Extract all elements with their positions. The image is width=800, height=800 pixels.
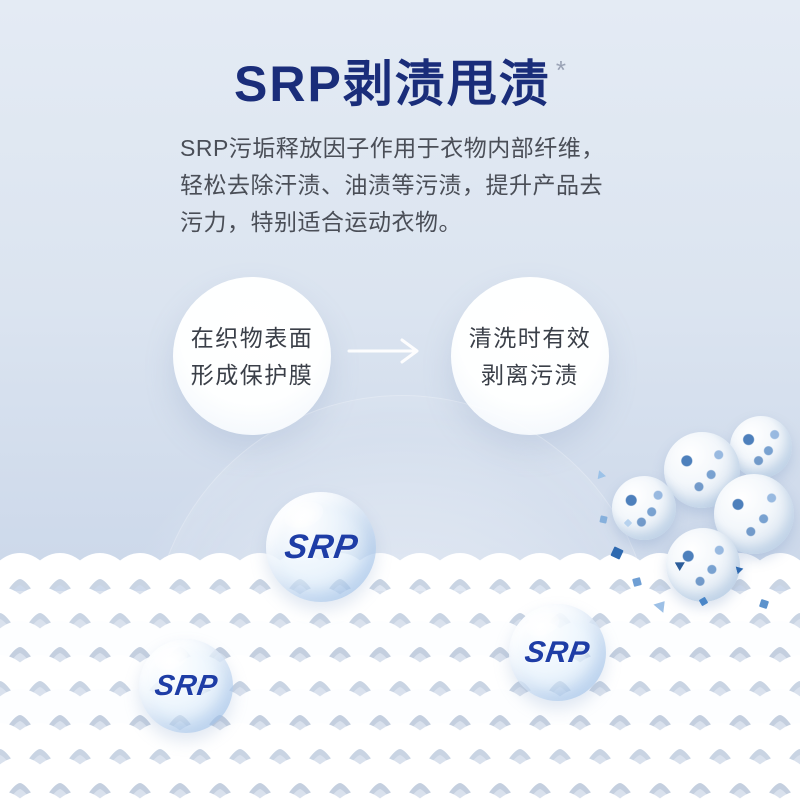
cell-cluster	[602, 416, 800, 626]
process-step-circle-1: 在织物表面 形成保护膜	[173, 277, 331, 435]
particle	[599, 515, 608, 524]
step2-line: 清洗时有效	[468, 324, 592, 351]
srp-logo-text: SRP	[281, 527, 361, 566]
srp-logo-text: SRP	[152, 669, 220, 702]
right-arrow-icon	[347, 338, 419, 364]
srp-bubble: SRP	[509, 604, 606, 701]
step2-line: 剥离污渍	[481, 361, 579, 388]
description-line: SRP污垢释放因子作用于衣物内部纤维，	[180, 135, 605, 161]
description-line: 轻松去除汗渍、油渍等污渍，提升产品去	[180, 172, 603, 198]
cell	[730, 416, 792, 478]
step1-line: 在织物表面	[190, 324, 314, 351]
title-text: SRP剥渍甩渍	[234, 56, 551, 112]
feature-description: SRP污垢释放因子作用于衣物内部纤维， 轻松去除汗渍、油渍等污渍，提升产品去 污…	[180, 130, 650, 241]
description-line: 污力，特别适合运动衣物。	[180, 209, 462, 235]
srp-bubble: SRP	[139, 639, 233, 733]
footnote-marker: *	[555, 55, 566, 85]
page-title: SRP剥渍甩渍*	[0, 44, 800, 116]
srp-bubble: SRP	[266, 492, 376, 602]
process-step-circle-2: 清洗时有效 剥离污渍	[451, 277, 609, 435]
srp-logo-text: SRP	[522, 635, 593, 669]
fiber-texture-illustration	[0, 565, 800, 800]
cell	[612, 476, 676, 540]
step1-line: 形成保护膜	[190, 361, 314, 388]
